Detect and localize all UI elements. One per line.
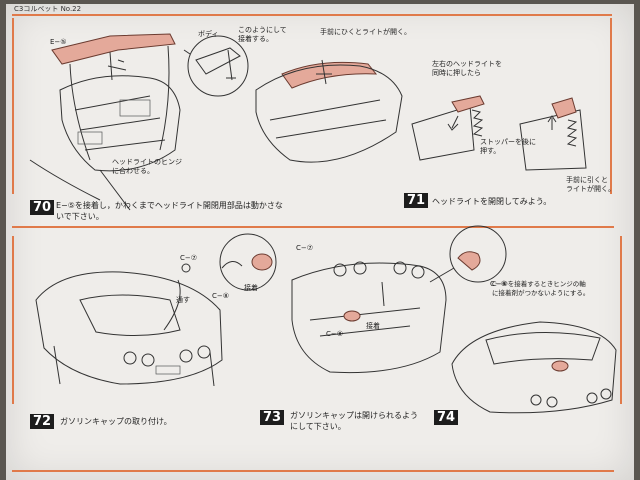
step74-illustration — [451, 321, 617, 414]
label-c7-detail: C−⑦ — [296, 244, 314, 252]
label-glue-a: 接着 — [244, 284, 258, 292]
top-rule — [12, 14, 612, 16]
label-c6-note: C−⑥を接着するときヒンジの軸 に接着剤がつかないようにする。 — [492, 280, 590, 297]
step73-illustration — [291, 261, 447, 374]
label-push-both: 左右のヘッドライトを 同時に押したら — [432, 60, 502, 77]
step70-illustration — [29, 33, 181, 211]
bottom-panel-right — [620, 236, 622, 404]
step72-illustration — [35, 263, 223, 387]
step70-detail-circle — [183, 35, 249, 97]
label-through: 通す — [176, 296, 190, 304]
bottom-panel-left — [12, 236, 14, 404]
label-e5: E−⑤ — [50, 38, 67, 46]
step-caption-70: E−⑤を接着し，かわくまでヘッドライト開閉用部品は動かさないで下さい。 — [56, 201, 283, 221]
step71-headlight-right — [519, 97, 587, 171]
label-pull-back-open: 手前に引くと ライトが開く。 — [566, 176, 615, 193]
step-number-71: 71 — [404, 193, 429, 208]
step71-headlight-left — [411, 95, 485, 161]
label-body: ボディ — [198, 30, 219, 38]
step-number-73: 73 — [260, 410, 285, 425]
step-number-70: 70 — [30, 200, 55, 215]
step-number-74: 74 — [434, 410, 459, 425]
step-caption-72: ガソリンキャップの取り付け。 — [60, 417, 172, 426]
step71-illustration — [255, 59, 403, 163]
label-stopper-back: ストッパーを後に 押す。 — [480, 138, 536, 155]
label-pull-forward: 手前にひくとライトが開く。 — [320, 28, 411, 36]
label-glue-like-this: このようにして 接着する。 — [238, 26, 287, 43]
top-panel-frame — [12, 18, 616, 194]
label-align-hinge: ヘッドライトのヒンジ に合わせる。 — [112, 158, 182, 175]
label-c7-small: C−⑦ — [180, 254, 198, 262]
paper-sheet — [6, 4, 634, 480]
label-c6: C−⑥ — [490, 280, 508, 288]
label-glue-b: 接着 — [366, 322, 380, 330]
middle-rule — [12, 226, 614, 228]
page-header: C3コルベット No.22 — [14, 5, 82, 13]
label-c8-detail: C−⑧ — [326, 330, 344, 338]
bottom-rule — [12, 470, 614, 472]
step-caption-71: ヘッドライトを開閉してみよう。 — [432, 197, 552, 206]
step-caption-73: ガソリンキャップは開けられるようにして下さい。 — [290, 411, 418, 431]
step-number-72: 72 — [30, 414, 55, 429]
step72-detail-circle — [219, 233, 277, 291]
label-c8-small: C−⑧ — [212, 292, 230, 300]
step73-detail-circle — [429, 225, 507, 283]
top-panel-right — [610, 18, 612, 194]
